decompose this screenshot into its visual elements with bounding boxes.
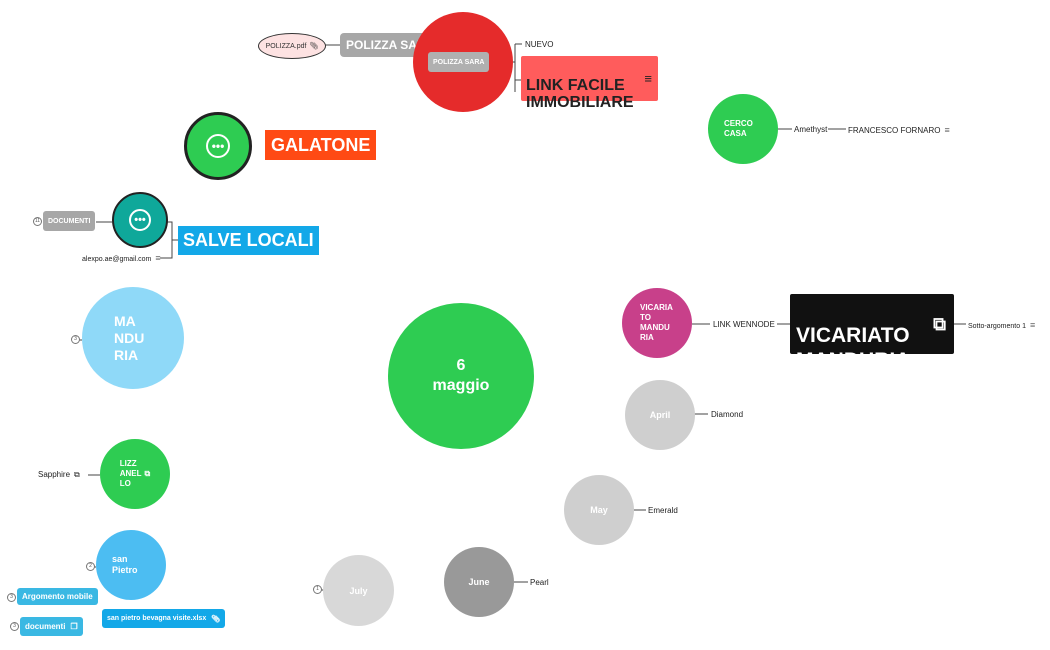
sapphire-label[interactable]: Sapphire⧉: [38, 470, 80, 480]
vicariato-box[interactable]: VICARIATO MANDURIA ⧉: [790, 294, 954, 372]
polizza-sub[interactable]: POLIZZA SARA: [428, 52, 490, 72]
link-facile-label: LINK FACILE IMMOBILIARE: [526, 77, 634, 111]
note-icon: ≡: [944, 125, 950, 135]
galatone-label: GALATONE: [271, 135, 371, 155]
person-label[interactable]: FRANCESCO FORNARO≡: [848, 125, 950, 136]
paperclip-icon: 📎︎: [211, 615, 221, 623]
email-text: alexpo.ae@gmail.com: [82, 256, 152, 263]
link-wennode-label[interactable]: LINK WENNODE: [713, 320, 775, 329]
argomento-pill[interactable]: Argomento mobile: [17, 588, 98, 605]
file-label: san pietro bevagna visite.xlsx: [107, 615, 207, 622]
file-pill[interactable]: san pietro bevagna visite.xlsx 📎︎: [102, 609, 226, 628]
galatone-box[interactable]: GALATONE: [265, 130, 377, 160]
vicariato-circle[interactable]: VICARIA TO MANDU RIA: [622, 288, 692, 358]
sotto-argomento-text: Sotto-argomento 1: [968, 323, 1026, 330]
documenti-sp-pill[interactable]: documenti ❐: [20, 617, 83, 636]
cerco-circle[interactable]: CERCO CASA: [708, 94, 778, 164]
argomento-label: Argomento mobile: [22, 592, 93, 601]
san-pietro-label: san Pietro: [112, 554, 138, 575]
documenti-sp-label: documenti: [25, 622, 66, 631]
argomento-count[interactable]: 3: [7, 593, 16, 602]
paperclip-icon: 📎︎: [309, 43, 319, 50]
manduria-label: MA NDU RIA: [114, 312, 145, 363]
central-topic[interactable]: 6 maggio: [388, 303, 534, 449]
note-icon: ≡: [155, 253, 161, 263]
external-link-icon: ⧉: [74, 470, 80, 479]
sotto-argomento-label[interactable]: Sotto-argomento 1≡: [968, 320, 1035, 332]
sapphire-text: Sapphire: [38, 470, 71, 479]
documenti-pill[interactable]: DOCUMENTI: [43, 211, 96, 231]
lizzanello-circle[interactable]: LIZZ ANEL LO ⧉: [100, 439, 170, 509]
documenti-sp-count[interactable]: 3: [10, 622, 19, 631]
more-icon: •••: [206, 134, 230, 158]
diamond-label[interactable]: Diamond: [711, 410, 744, 419]
cerco-label: CERCO CASA: [724, 119, 753, 138]
april-label: April: [649, 410, 671, 420]
more-icon: •••: [129, 209, 151, 231]
july-count[interactable]: 1: [313, 585, 322, 594]
copy-icon: ❐: [70, 622, 78, 631]
external-link-icon: ⧉: [144, 469, 151, 478]
july-label: July: [349, 585, 368, 596]
june-label: June: [468, 577, 490, 587]
person-text: FRANCESCO FORNARO: [848, 126, 941, 135]
san-pietro-circle[interactable]: san Pietro: [96, 530, 166, 600]
july-circle[interactable]: July: [323, 555, 394, 626]
central-topic-label: 6 maggio: [432, 357, 490, 394]
vicariato-box-label: VICARIATO MANDURIA: [796, 324, 911, 372]
salve-box[interactable]: SALVE LOCALI: [178, 226, 319, 255]
note-icon: ≡: [644, 71, 652, 86]
san-pietro-count[interactable]: 2: [86, 562, 95, 571]
april-circle[interactable]: April: [625, 380, 695, 450]
salve-circle[interactable]: •••: [112, 192, 168, 248]
pearl-label[interactable]: Pearl: [530, 578, 549, 587]
polizza-attachment[interactable]: POLIZZA.pdf 📎︎: [258, 33, 326, 59]
salve-label: SALVE LOCALI: [183, 230, 314, 250]
documenti-label: DOCUMENTI: [48, 217, 91, 225]
email-label[interactable]: alexpo.ae@gmail.com≡: [82, 253, 161, 265]
manduria-circle[interactable]: MA NDU RIA: [82, 287, 184, 389]
external-link-icon: ⧉: [933, 314, 946, 334]
polizza-sub-label: POLIZZA SARA: [433, 58, 485, 66]
emerald-label[interactable]: Emerald: [648, 506, 678, 515]
june-circle[interactable]: June: [444, 547, 514, 617]
note-icon: ≡: [1029, 320, 1036, 330]
galatone-circle[interactable]: •••: [184, 112, 252, 180]
amethyst-label[interactable]: Amethyst: [794, 125, 828, 134]
attachment-label: POLIZZA.pdf: [265, 42, 307, 50]
documenti-count[interactable]: 11: [33, 217, 42, 226]
vicariato-circle-label: VICARIA TO MANDU RIA: [640, 303, 673, 342]
polizza-title-label: POLIZZA SARA: [346, 38, 435, 52]
lizzanello-label: LIZZ ANEL LO: [119, 459, 142, 488]
nuevo-label[interactable]: NUEVO: [525, 40, 554, 49]
manduria-count[interactable]: 3: [71, 335, 80, 344]
link-facile-box[interactable]: LINK FACILE IMMOBILIARE ≡: [521, 56, 658, 111]
may-label: May: [590, 505, 608, 515]
may-circle[interactable]: May: [564, 475, 634, 545]
